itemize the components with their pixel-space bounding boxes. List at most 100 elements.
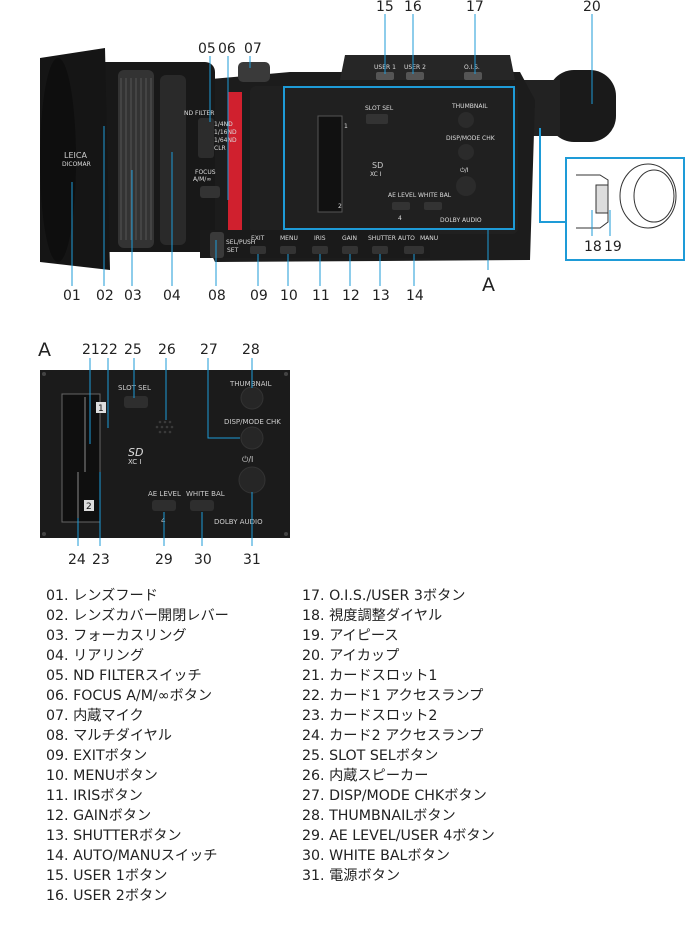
legend-item: 01. レンズフード bbox=[46, 588, 158, 604]
lens-front bbox=[40, 58, 76, 262]
legend-item: 28. THUMBNAILボタン bbox=[302, 808, 456, 824]
ae-level-label: AE LEVEL bbox=[388, 192, 417, 199]
callout-08: 08 bbox=[208, 288, 226, 304]
detail-thumbnail-label: THUMBNAIL bbox=[229, 380, 272, 388]
legend-item: 10. MENUボタン bbox=[46, 768, 158, 784]
sdxc-logo: SD bbox=[372, 161, 383, 170]
side-panel bbox=[250, 86, 518, 234]
dolby-label: DOLBY AUDIO bbox=[440, 217, 482, 224]
nd-step-1: 1/4ND bbox=[214, 121, 233, 128]
nd-step-2: 1/16ND bbox=[214, 129, 237, 136]
legend-item: 04. リアリング bbox=[46, 648, 145, 664]
detail-callout-lines bbox=[77, 358, 253, 546]
legend-item: 12. GAINボタン bbox=[46, 808, 152, 824]
auto-label: AUTO bbox=[398, 235, 415, 242]
sel-push-label: SEL/PUSH bbox=[226, 239, 255, 246]
user2-button bbox=[406, 72, 424, 80]
white-bal-label: WHITE BAL bbox=[418, 192, 452, 199]
iris-label: IRIS bbox=[314, 235, 326, 242]
ois-button bbox=[464, 72, 482, 80]
area-a-frame bbox=[283, 86, 515, 230]
ois-label: O.I.S. bbox=[464, 64, 480, 71]
slot-2-badge bbox=[84, 500, 94, 511]
set-label: SET bbox=[227, 247, 239, 254]
callout-18: 18 bbox=[584, 239, 602, 255]
slot-sel-label: SLOT SEL bbox=[365, 105, 394, 112]
legend-item: 08. マルチダイヤル bbox=[46, 728, 172, 744]
sdxc-sub: XC I bbox=[370, 171, 382, 178]
callout-10: 10 bbox=[280, 288, 298, 304]
white-bal-button bbox=[424, 202, 442, 210]
callout-19: 19 bbox=[604, 239, 622, 255]
detail-thumbnail-button bbox=[240, 386, 264, 410]
callout-lines bbox=[71, 14, 611, 286]
legend-item: 09. EXITボタン bbox=[46, 748, 148, 764]
nd-filter-label: ND FILTER bbox=[184, 110, 214, 117]
callout-17: 17 bbox=[466, 0, 484, 15]
detail-callout-27: 27 bbox=[200, 342, 218, 358]
detail-callout-26: 26 bbox=[158, 342, 176, 358]
power-button bbox=[456, 176, 476, 196]
nd-step-3: 1/64ND bbox=[214, 137, 237, 144]
eyepiece-inset-drawing bbox=[576, 163, 677, 229]
callout-06: 06 bbox=[218, 41, 236, 57]
legend-left-column: 01. レンズフード 02. レンズカバー開閉レバー 03. フォーカスリング … bbox=[46, 586, 229, 906]
multi-dial bbox=[210, 232, 224, 258]
camera-diagram: LEICA DICOMAR ND FILTER 1/4ND 1/16ND 1/6… bbox=[40, 0, 685, 304]
disp-button bbox=[458, 144, 474, 160]
slot-1-badge bbox=[96, 402, 106, 413]
legend-item: 20. アイカップ bbox=[302, 648, 400, 664]
thumbnail-label: THUMBNAIL bbox=[451, 103, 488, 110]
legend-item: 18. 視度調整ダイヤル bbox=[302, 608, 443, 624]
detail-callout-23: 23 bbox=[92, 552, 110, 568]
callout-04: 04 bbox=[163, 288, 181, 304]
exit-label: EXIT bbox=[251, 235, 265, 242]
gain-label: GAIN bbox=[342, 235, 357, 242]
legend-item: 24. カード2 アクセスランプ bbox=[302, 728, 484, 744]
detail-disp-button bbox=[240, 426, 264, 450]
slot-1-num: 1 bbox=[98, 404, 104, 414]
slot-sel-button bbox=[366, 114, 388, 124]
detail-ae-level-button bbox=[152, 500, 176, 511]
detail-white-bal-button bbox=[190, 500, 214, 511]
legend-right-column: 17. O.I.S./USER 3ボタン 18. 視度調整ダイヤル 19. アイ… bbox=[302, 586, 495, 886]
focus-ring-ridges bbox=[120, 78, 152, 240]
callout-11: 11 bbox=[312, 288, 330, 304]
legend-item: 15. USER 1ボタン bbox=[46, 868, 168, 884]
nd-step-4: CLR bbox=[214, 145, 226, 152]
legend-item: 29. AE LEVEL/USER 4ボタン bbox=[302, 828, 495, 844]
area-a-callout: A bbox=[482, 274, 495, 296]
card-slot-1 bbox=[61, 393, 101, 523]
callout-13: 13 bbox=[372, 288, 390, 304]
legend-item: 16. USER 2ボタン bbox=[46, 888, 168, 904]
speaker-grille bbox=[155, 420, 174, 434]
iris-button bbox=[312, 246, 328, 254]
legend-item: 11. IRISボタン bbox=[46, 788, 143, 804]
callout-09: 09 bbox=[250, 288, 268, 304]
red-ring bbox=[228, 92, 242, 240]
legend-item: 17. O.I.S./USER 3ボタン bbox=[302, 588, 466, 604]
legend-item: 03. フォーカスリング bbox=[46, 628, 187, 644]
focus-mode-label: A/M/∞ bbox=[193, 176, 211, 183]
detail-callout-21: 21 bbox=[82, 342, 100, 358]
callout-03: 03 bbox=[124, 288, 142, 304]
legend-item: 26. 内蔵スピーカー bbox=[302, 768, 429, 784]
gain-button bbox=[342, 246, 358, 254]
eyepiece-connector bbox=[539, 128, 566, 223]
exit-button bbox=[250, 246, 266, 254]
eyecup bbox=[548, 70, 616, 142]
lens-brand: LEICA bbox=[64, 151, 87, 160]
rear-ring bbox=[160, 75, 186, 245]
detail-callout-31: 31 bbox=[243, 552, 261, 568]
detail-callout-29: 29 bbox=[155, 552, 173, 568]
legend-item: 25. SLOT SELボタン bbox=[302, 748, 439, 764]
auto-manu-switch bbox=[404, 246, 424, 254]
detail-power-button bbox=[238, 466, 266, 494]
slot-2-num: 2 bbox=[86, 502, 92, 512]
detail-dolby-label: DOLBY AUDIO bbox=[214, 518, 263, 526]
legend-item: 27. DISP/MODE CHKボタン bbox=[302, 788, 487, 804]
callout-07: 07 bbox=[244, 41, 262, 57]
detail-ae-level-label: AE LEVEL bbox=[148, 490, 181, 498]
card-slot-main bbox=[317, 115, 343, 213]
power-label: ⏻/I bbox=[460, 167, 469, 174]
